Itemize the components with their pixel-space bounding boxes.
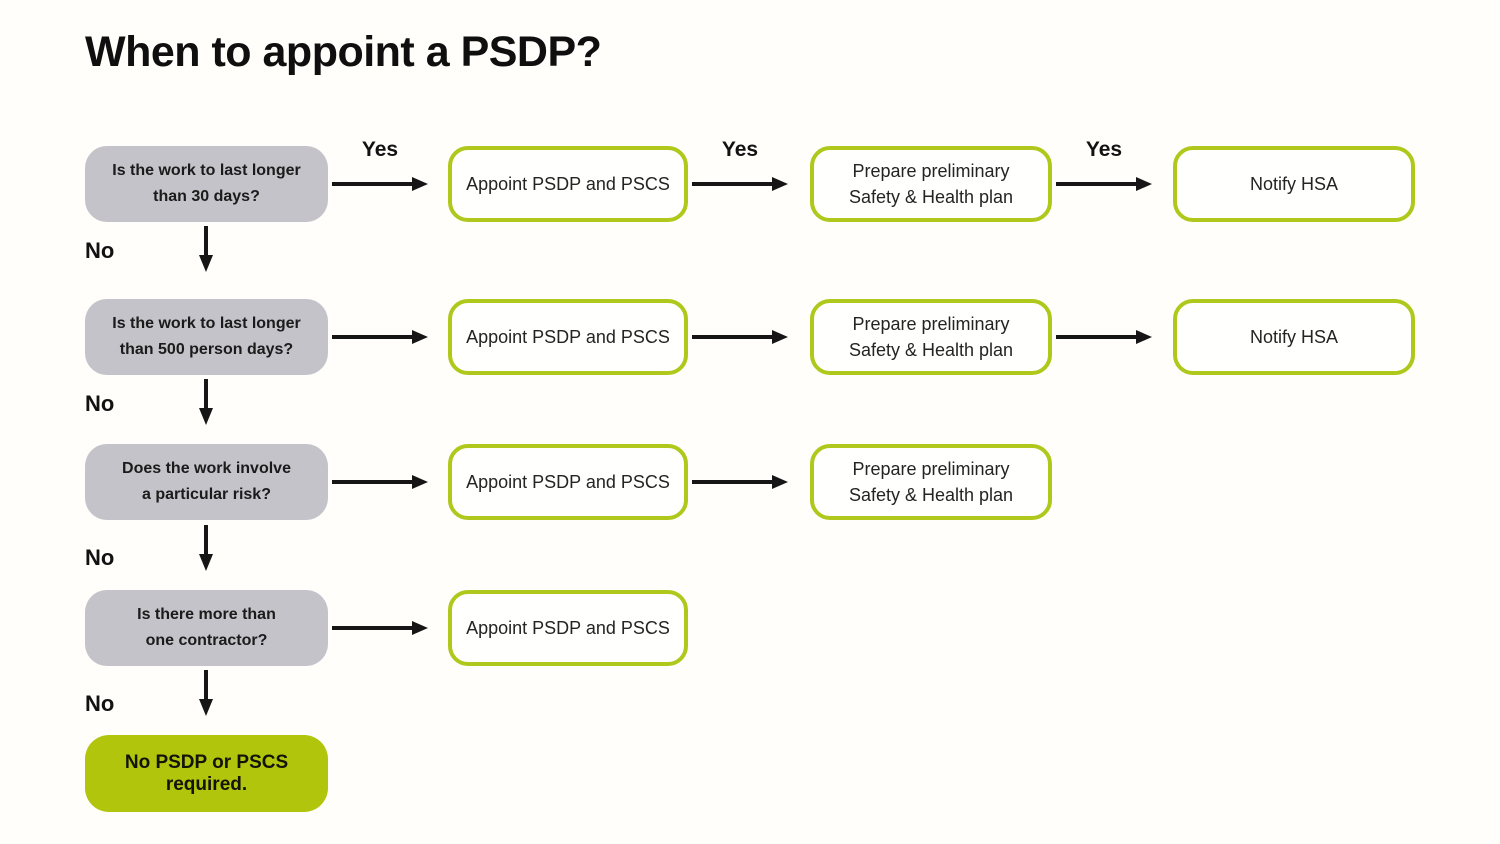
action-prepare-plan-row3: Prepare preliminary Safety & Health plan [810, 444, 1052, 520]
question-work-longer-30-days: Is the work to last longer than 30 days? [85, 146, 328, 222]
yes-label-row1-step1: Yes [361, 138, 399, 161]
arrow-down-row4 [199, 670, 213, 716]
arrow-down-row3 [199, 525, 213, 571]
arrow-right-row3-step1 [332, 475, 428, 489]
question-more-than-one-contractor: Is there more than one contractor? [85, 590, 328, 666]
arrow-down-row1 [199, 226, 213, 272]
question-text: Is there more than one contractor? [137, 606, 276, 649]
action-appoint-psdp-pscs-row3: Appoint PSDP and PSCS [448, 444, 688, 520]
action-appoint-psdp-pscs-row1: Appoint PSDP and PSCS [448, 146, 688, 222]
arrow-right-row2-step3 [1056, 330, 1152, 344]
question-work-longer-500-person-days: Is the work to last longer than 500 pers… [85, 299, 328, 375]
arrow-right-row2-step2 [692, 330, 788, 344]
action-notify-hsa-row2: Notify HSA [1173, 299, 1415, 375]
action-prepare-plan-row2: Prepare preliminary Safety & Health plan [810, 299, 1052, 375]
no-label-row2: No [85, 391, 115, 416]
action-appoint-psdp-pscs-row4: Appoint PSDP and PSCS [448, 590, 688, 666]
action-text: Prepare preliminary Safety & Health plan [848, 161, 1014, 207]
arrow-right-row1-step1 [332, 177, 428, 191]
question-particular-risk: Does the work involve a particular risk? [85, 444, 328, 520]
arrow-right-row1-step2 [692, 177, 788, 191]
question-text: Does the work involve a particular risk? [122, 460, 291, 503]
result-no-psdp-required: No PSDP or PSCS required. [85, 735, 328, 812]
no-label-row3: No [85, 545, 115, 570]
no-label-row4: No [85, 691, 115, 716]
yes-label-row1-step2: Yes [721, 138, 759, 161]
page-title: When to appoint a PSDP? [85, 28, 602, 76]
action-prepare-plan-row1: Prepare preliminary Safety & Health plan [810, 146, 1052, 222]
arrow-right-row1-step3 [1056, 177, 1152, 191]
arrow-down-row2 [199, 379, 213, 425]
question-text: Is the work to last longer than 30 days? [112, 162, 301, 205]
no-label-row1: No [85, 238, 115, 263]
arrow-right-row2-step1 [332, 330, 428, 344]
yes-label-row1-step3: Yes [1085, 138, 1123, 161]
action-text: Prepare preliminary Safety & Health plan [848, 314, 1014, 360]
question-text: Is the work to last longer than 500 pers… [112, 315, 301, 358]
action-appoint-psdp-pscs-row2: Appoint PSDP and PSCS [448, 299, 688, 375]
arrow-right-row4-step1 [332, 621, 428, 635]
arrow-right-row3-step2 [692, 475, 788, 489]
action-notify-hsa-row1: Notify HSA [1173, 146, 1415, 222]
action-text: Prepare preliminary Safety & Health plan [848, 459, 1014, 505]
